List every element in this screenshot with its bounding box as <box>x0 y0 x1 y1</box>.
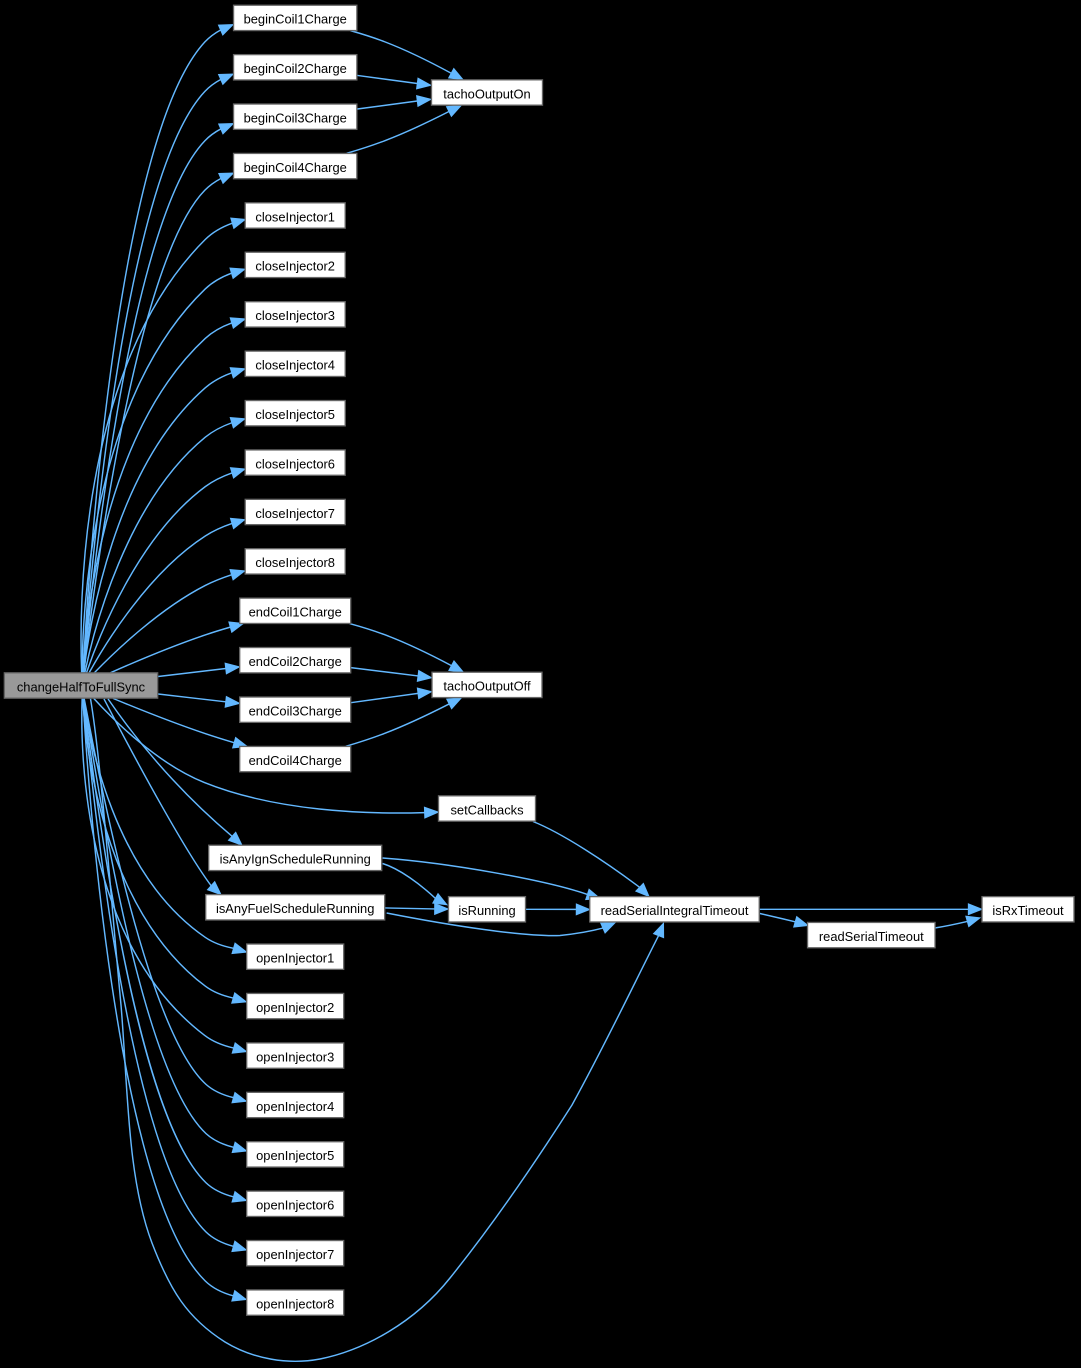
svg-text:openInjector2: openInjector2 <box>256 1000 334 1015</box>
svg-text:beginCoil1Charge: beginCoil1Charge <box>244 12 347 27</box>
svg-text:openInjector6: openInjector6 <box>256 1198 334 1213</box>
svg-text:readSerialTimeout: readSerialTimeout <box>819 929 924 944</box>
svg-text:openInjector5: openInjector5 <box>256 1148 334 1163</box>
svg-text:closeInjector5: closeInjector5 <box>255 407 335 422</box>
svg-text:endCoil4Charge: endCoil4Charge <box>249 753 342 768</box>
svg-text:closeInjector1: closeInjector1 <box>255 209 335 224</box>
svg-text:endCoil1Charge: endCoil1Charge <box>249 605 342 620</box>
svg-text:isAnyFuelScheduleRunning: isAnyFuelScheduleRunning <box>216 901 374 916</box>
svg-text:openInjector7: openInjector7 <box>256 1247 334 1262</box>
svg-text:closeInjector6: closeInjector6 <box>255 456 335 471</box>
svg-text:closeInjector7: closeInjector7 <box>255 506 335 521</box>
svg-text:beginCoil3Charge: beginCoil3Charge <box>244 111 347 126</box>
svg-text:closeInjector4: closeInjector4 <box>255 358 335 373</box>
svg-text:setCallbacks: setCallbacks <box>450 802 523 817</box>
svg-text:tachoOutputOff: tachoOutputOff <box>443 679 531 694</box>
svg-text:closeInjector2: closeInjector2 <box>255 259 335 274</box>
svg-text:endCoil3Charge: endCoil3Charge <box>249 704 342 719</box>
svg-text:closeInjector8: closeInjector8 <box>255 555 335 570</box>
svg-text:beginCoil2Charge: beginCoil2Charge <box>244 61 347 76</box>
svg-text:readSerialIntegralTimeout: readSerialIntegralTimeout <box>601 903 749 918</box>
svg-text:closeInjector3: closeInjector3 <box>255 308 335 323</box>
svg-text:endCoil2Charge: endCoil2Charge <box>249 654 342 669</box>
svg-text:isRxTimeout: isRxTimeout <box>992 903 1064 918</box>
svg-text:changeHalfToFullSync: changeHalfToFullSync <box>17 679 146 694</box>
svg-text:openInjector3: openInjector3 <box>256 1049 334 1064</box>
svg-text:tachoOutputOn: tachoOutputOn <box>443 86 530 101</box>
svg-text:openInjector1: openInjector1 <box>256 951 334 966</box>
svg-text:isRunning: isRunning <box>458 903 515 918</box>
svg-text:isAnyIgnScheduleRunning: isAnyIgnScheduleRunning <box>220 852 371 867</box>
svg-text:openInjector8: openInjector8 <box>256 1296 334 1311</box>
svg-text:beginCoil4Charge: beginCoil4Charge <box>244 160 347 175</box>
svg-text:openInjector4: openInjector4 <box>256 1099 334 1114</box>
